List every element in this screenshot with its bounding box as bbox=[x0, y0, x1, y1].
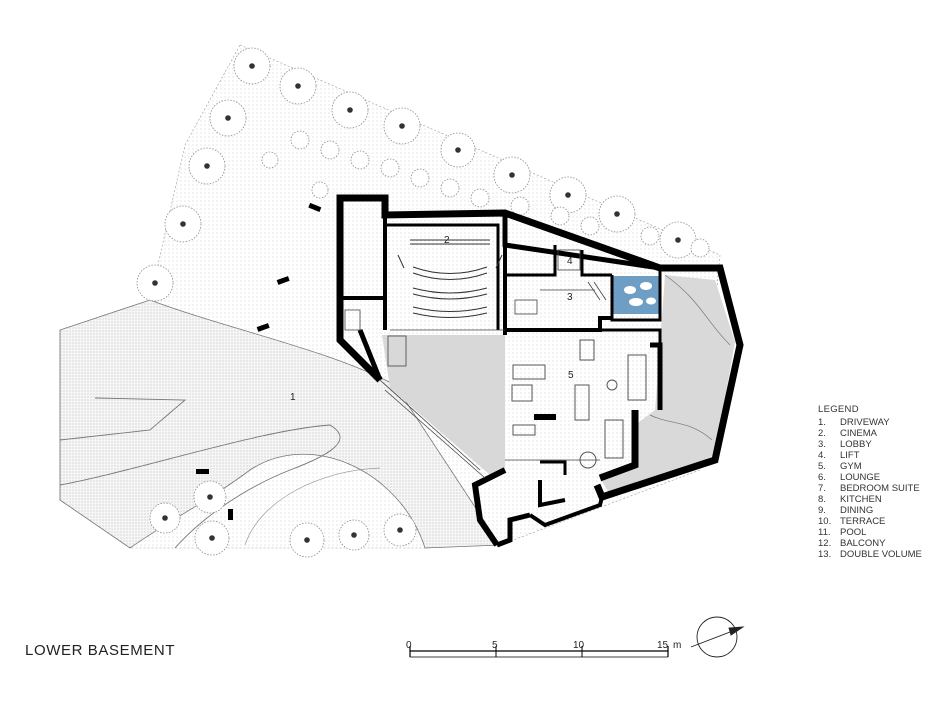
scale-tick-10: 10 bbox=[573, 640, 585, 651]
legend-item: 5. GYM bbox=[818, 461, 922, 472]
legend-item: 13. DOUBLE VOLUME bbox=[818, 549, 922, 560]
legend-item-label: CINEMA bbox=[840, 428, 877, 439]
scale-bar bbox=[409, 646, 669, 658]
legend-item: 4. LIFT bbox=[818, 450, 922, 461]
scale-tick-0: 0 bbox=[406, 640, 412, 651]
legend-title: LEGEND bbox=[818, 404, 859, 415]
legend-item-number: 11. bbox=[818, 527, 831, 538]
cinema-seating bbox=[397, 239, 503, 318]
room-label-gym: 5 bbox=[568, 370, 574, 381]
legend-item-number: 2. bbox=[818, 428, 826, 439]
room-label-lift: 4 bbox=[567, 256, 573, 267]
legend-item: 8. KITCHEN bbox=[818, 494, 922, 505]
legend-item: 10. TERRACE bbox=[818, 516, 922, 527]
legend-item: 1. DRIVEWAY bbox=[818, 417, 922, 428]
scale-unit: m bbox=[673, 640, 682, 651]
legend-item-number: 8. bbox=[818, 494, 826, 505]
legend-item-number: 10. bbox=[818, 516, 832, 527]
legend-item: 2. CINEMA bbox=[818, 428, 922, 439]
drawing-title: LOWER BASEMENT bbox=[25, 642, 176, 659]
legend-item-number: 12. bbox=[818, 538, 832, 549]
legend-item: 7. BEDROOM SUITE bbox=[818, 483, 922, 494]
legend-item-label: LOBBY bbox=[840, 439, 872, 450]
legend-item-number: 6. bbox=[818, 472, 826, 483]
legend-item-number: 4. bbox=[818, 450, 826, 461]
interior-lines bbox=[344, 249, 607, 479]
legend-item: 6. LOUNGE bbox=[818, 472, 922, 483]
garden-lights bbox=[196, 202, 322, 520]
legend-item-label: GYM bbox=[840, 461, 862, 472]
room-label-cinema: 2 bbox=[444, 235, 450, 246]
legend-item-label: KITCHEN bbox=[840, 494, 882, 505]
double-volume-areas bbox=[382, 274, 735, 495]
gym-equipment bbox=[511, 339, 647, 469]
legend-item-number: 1. bbox=[818, 417, 826, 428]
legend-item-label: TERRACE bbox=[840, 516, 886, 527]
legend-item-label: LOUNGE bbox=[840, 472, 881, 483]
legend-items: 1. DRIVEWAY 2. CINEMA 3. LOBBY 4. LIFT 5. GYM 6. LO… bbox=[818, 417, 922, 560]
legend-item-number: 5. bbox=[818, 461, 826, 472]
room-numbers: 1 2 3 4 5 bbox=[290, 235, 574, 403]
legend-item-number: 13. bbox=[818, 549, 832, 560]
legend-item-label: DRIVEWAY bbox=[840, 417, 890, 428]
legend-item-label: DINING bbox=[840, 505, 874, 516]
room-label-lobby: 3 bbox=[567, 292, 573, 303]
pool bbox=[612, 276, 660, 314]
legend-item: 11. POOL bbox=[818, 527, 922, 538]
building-walls bbox=[336, 194, 744, 548]
scale-tick-15: 15 bbox=[657, 640, 669, 651]
tree-trunks bbox=[152, 63, 681, 543]
legend-item-label: POOL bbox=[840, 527, 867, 538]
room-label-driveway: 1 bbox=[290, 392, 296, 403]
legend-item: 12. BALCONY bbox=[818, 538, 922, 549]
north-arrow-icon bbox=[690, 616, 745, 658]
legend-item-number: 7. bbox=[818, 483, 826, 494]
legend-item: 9. DINING bbox=[818, 505, 922, 516]
legend-item: 3. LOBBY bbox=[818, 439, 922, 450]
gym-bench bbox=[534, 414, 556, 420]
legend-item-number: 3. bbox=[818, 439, 826, 450]
site-landscape bbox=[59, 44, 721, 549]
scale-tick-5: 5 bbox=[492, 640, 498, 651]
legend-item-label: BEDROOM SUITE bbox=[840, 483, 920, 494]
legend-item-label: LIFT bbox=[840, 450, 860, 461]
legend-item-number: 9. bbox=[818, 505, 826, 516]
legend-item-label: DOUBLE VOLUME bbox=[840, 549, 922, 560]
legend-item-label: BALCONY bbox=[840, 538, 886, 549]
